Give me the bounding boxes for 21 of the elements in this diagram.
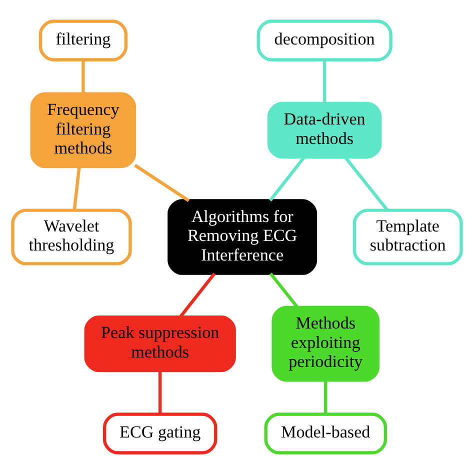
connector	[82, 60, 85, 94]
connector	[134, 164, 190, 202]
node-box: ECG gating	[102, 412, 218, 454]
connector	[179, 272, 216, 318]
node-box: filtering	[38, 20, 128, 62]
node-box: Frequency filtering methods	[30, 92, 136, 168]
connector	[268, 156, 306, 202]
node-box: Model-based	[264, 412, 388, 454]
connector	[269, 272, 299, 308]
node-box: decomposition	[256, 20, 392, 62]
connector	[158, 370, 162, 414]
connector	[322, 60, 326, 104]
node-box: Data-driven methods	[267, 102, 382, 158]
connector	[344, 156, 388, 211]
node-box: Algorithms for Removing ECG Interference	[168, 199, 318, 275]
node-box: Peak suppression methods	[84, 316, 236, 372]
node-box: Methods exploiting periodicity	[272, 306, 380, 382]
node-box: Template subtraction	[352, 208, 463, 266]
node-box: Wavelet thresholding	[11, 208, 132, 266]
connector	[72, 166, 81, 210]
connector	[324, 380, 328, 414]
